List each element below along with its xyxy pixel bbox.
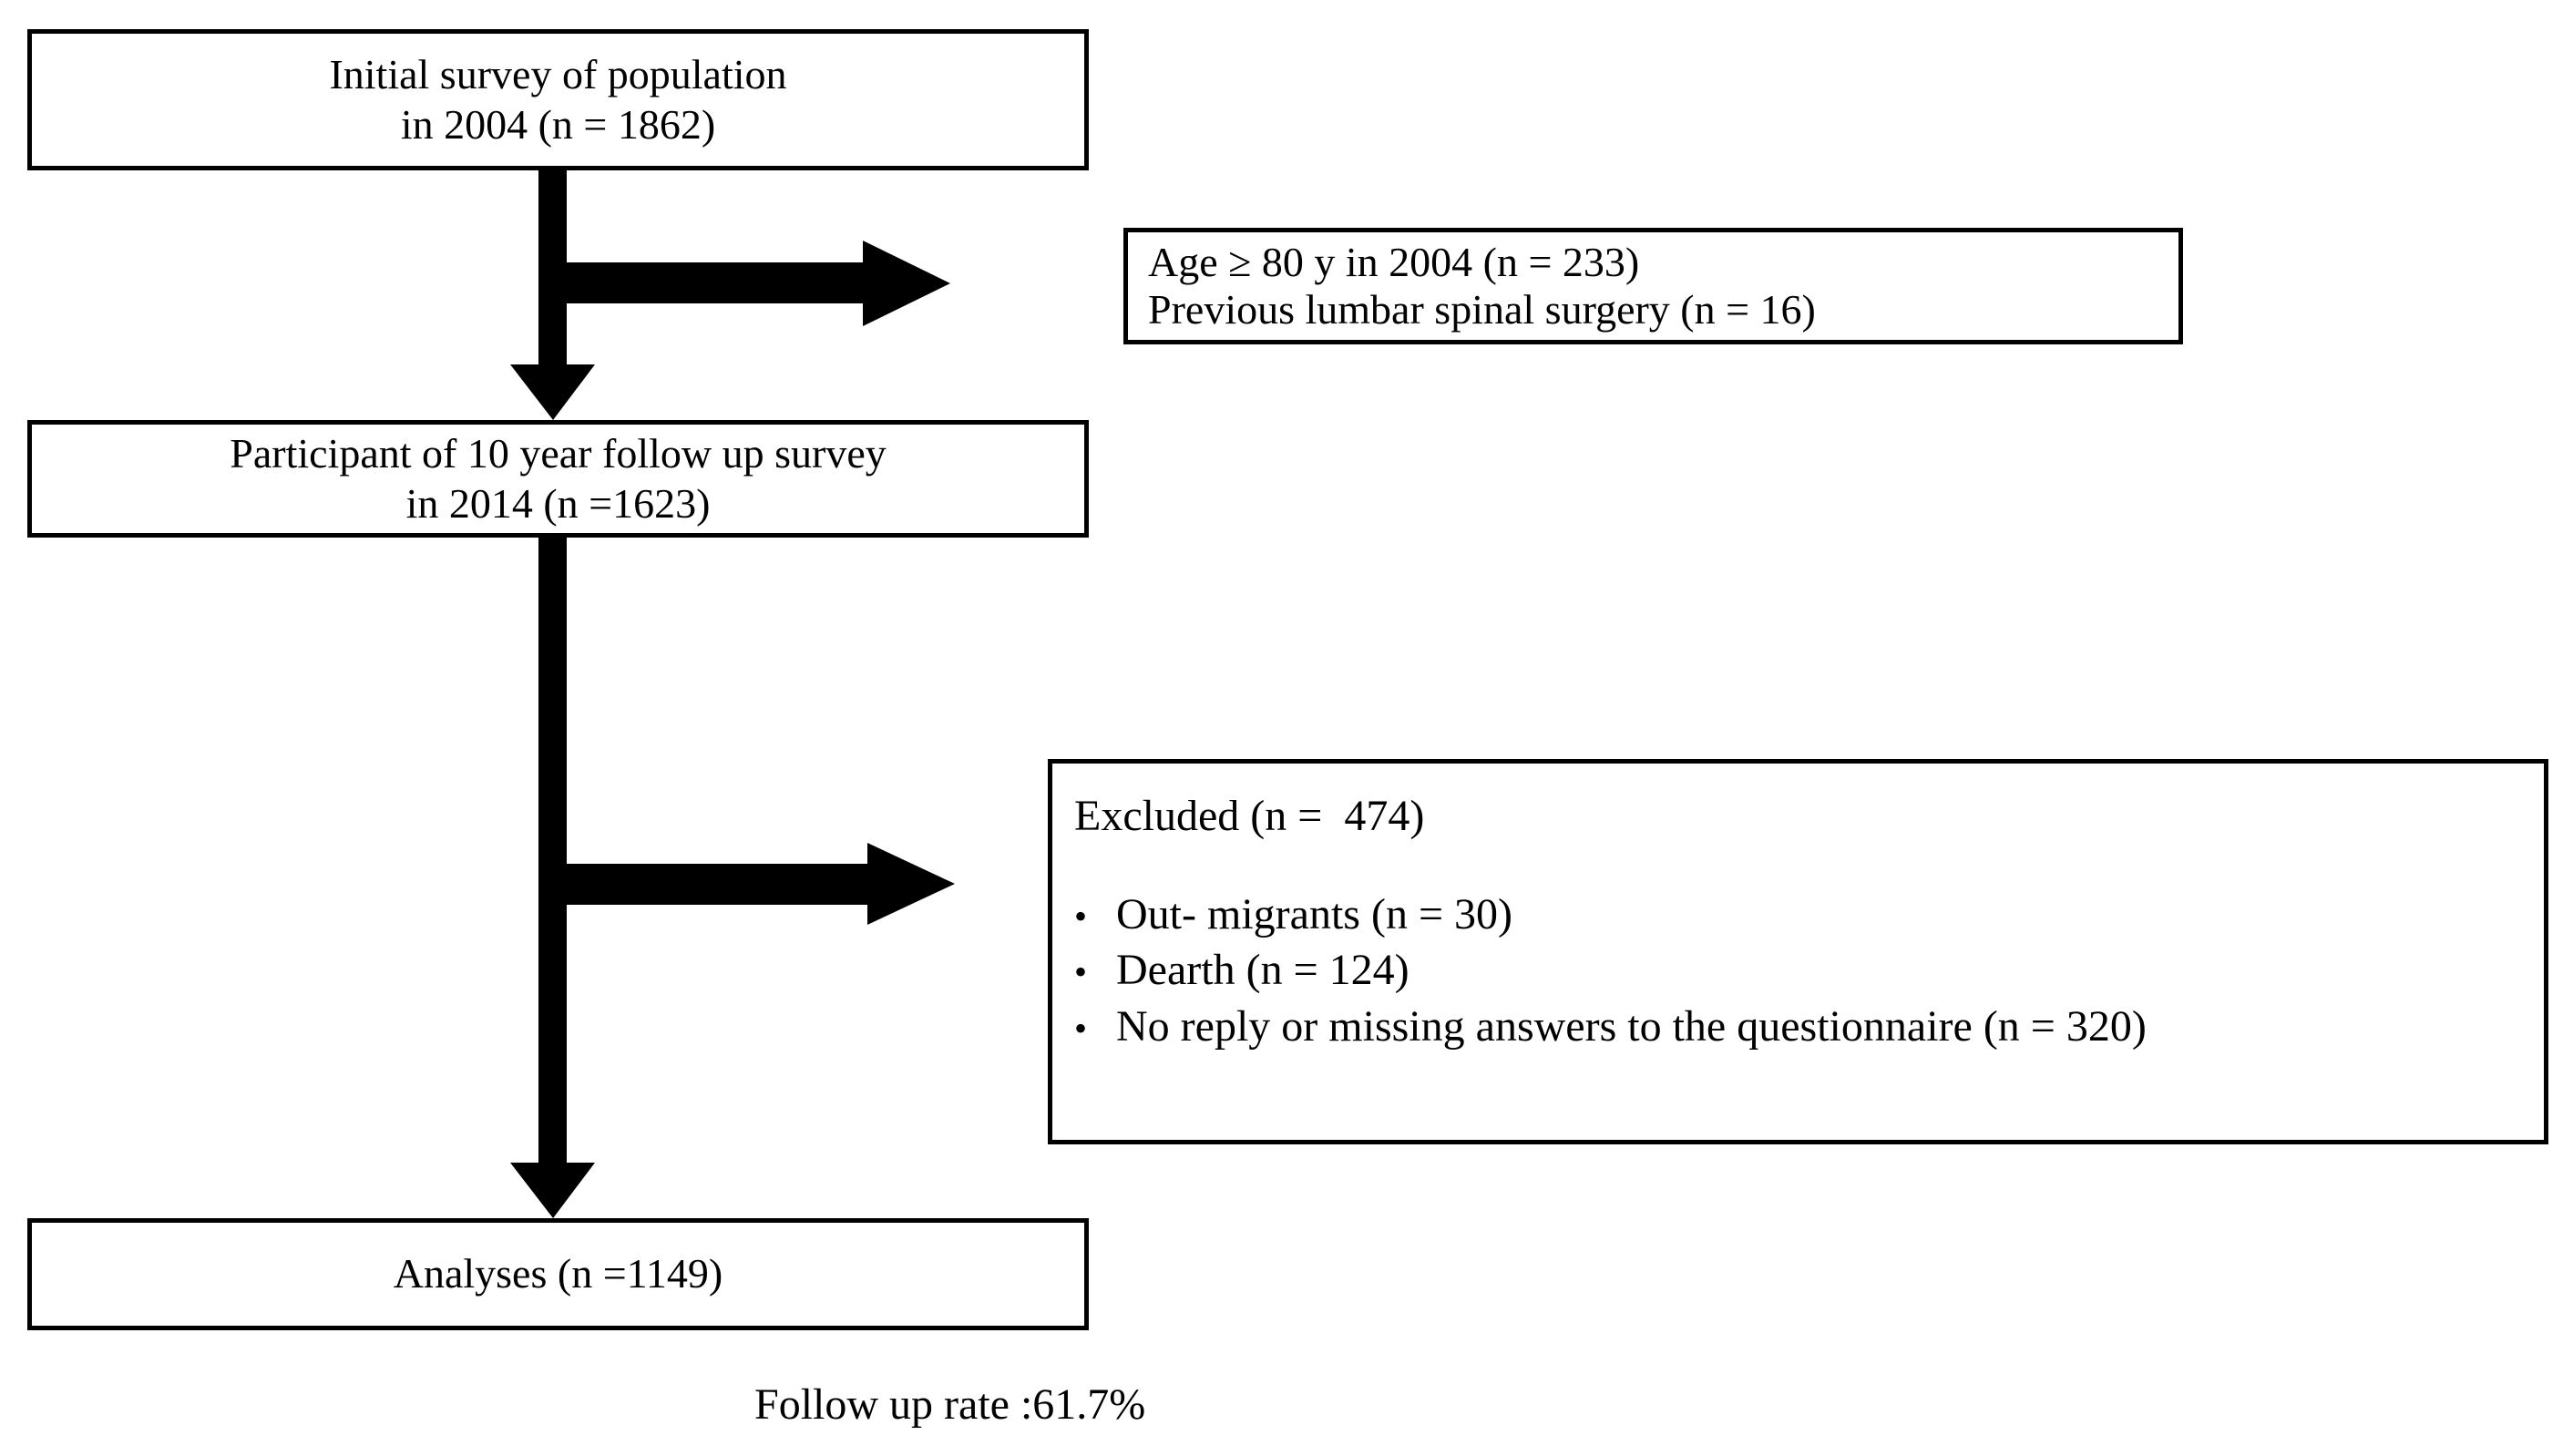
- excluded-reason-item: • Out- migrants (n = 30): [1074, 887, 2147, 942]
- follow-up-rate-caption: Follow up rate :61.7%: [754, 1380, 1146, 1429]
- box-analyses: Analyses (n =1149): [27, 1218, 1089, 1330]
- excluded-reason-item: • Dearth (n = 124): [1074, 942, 2147, 998]
- excluded-reason-label: No reply or missing answers to the quest…: [1116, 1001, 2147, 1051]
- box-exclusion-criteria: Age ≥ 80 y in 2004 (n = 233) Previous lu…: [1123, 228, 2183, 344]
- arrow-initial-to-followup: [510, 170, 595, 420]
- box-initial-survey-text: Initial survey of population in 2004 (n …: [329, 51, 787, 148]
- arrow-initial-to-exclusion-criteria: [553, 241, 950, 326]
- excluded-reason-item: • No reply or missing answers to the ques…: [1074, 999, 2147, 1054]
- box-followup-survey: Participant of 10 year follow up survey …: [27, 420, 1089, 538]
- box-exclusion-criteria-text: Age ≥ 80 y in 2004 (n = 233) Previous lu…: [1148, 239, 1816, 333]
- box-initial-survey: Initial survey of population in 2004 (n …: [27, 29, 1089, 170]
- bullet-icon: •: [1074, 895, 1088, 937]
- excluded-reason-label: Dearth (n = 124): [1116, 946, 1410, 995]
- box-excluded: Excluded (n = 474) • Out- migrants (n = 3…: [1048, 759, 2548, 1144]
- arrow-followup-to-excluded: [553, 843, 955, 925]
- excluded-reason-list: • Out- migrants (n = 30) • Dearth (n = 124)…: [1074, 887, 2147, 1054]
- arrow-followup-to-analyses: [510, 538, 595, 1218]
- box-analyses-text: Analyses (n =1149): [393, 1250, 723, 1297]
- excluded-heading: Excluded (n = 474): [1074, 792, 1425, 840]
- bullet-icon: •: [1074, 1007, 1088, 1049]
- box-followup-survey-text: Participant of 10 year follow up survey …: [230, 430, 887, 527]
- bullet-icon: •: [1074, 951, 1088, 993]
- excluded-reason-label: Out- migrants (n = 30): [1116, 889, 1512, 938]
